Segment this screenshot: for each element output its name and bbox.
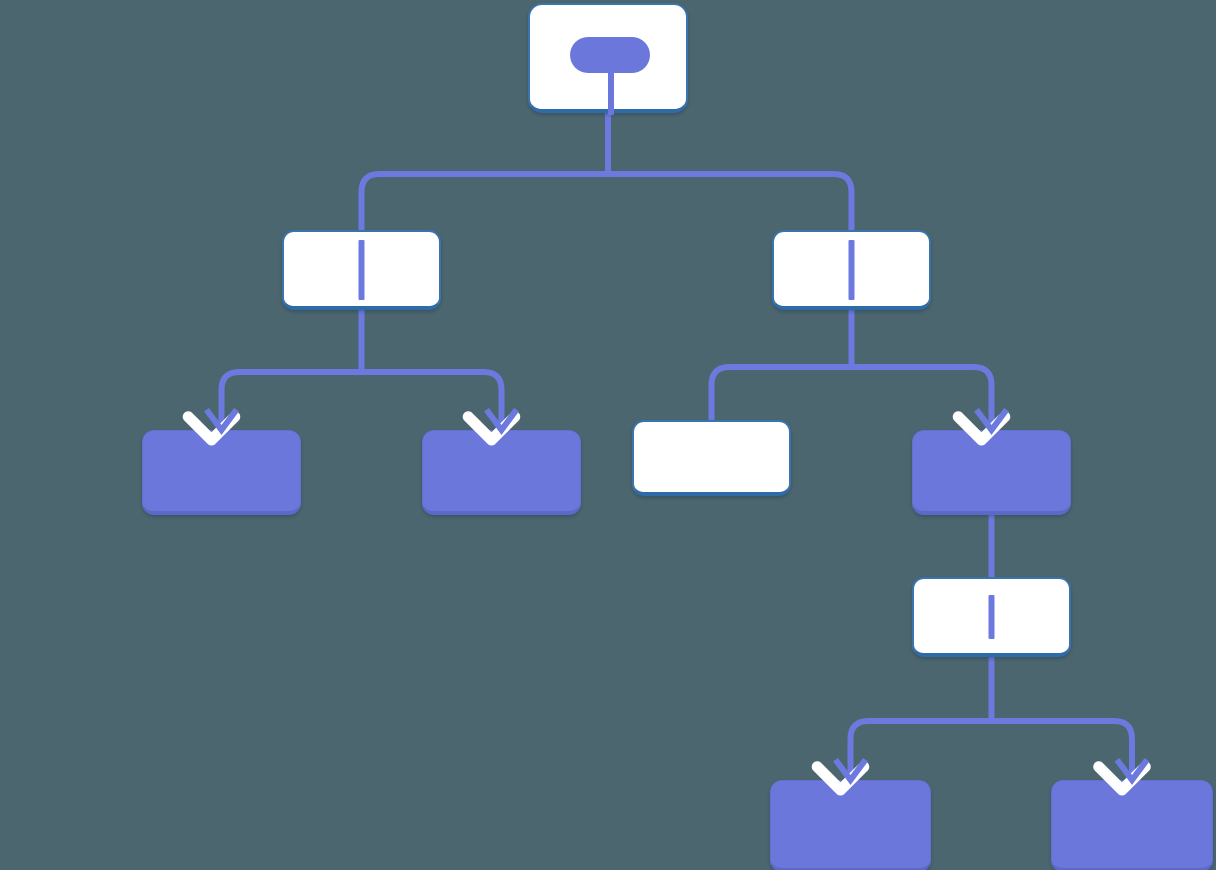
node-n-leaf-1[interactable] — [142, 430, 301, 515]
edge-n-sub-mid-to-n-leaf-3 — [847, 718, 992, 780]
node-n-sub-mid[interactable] — [912, 577, 1071, 657]
node-n-right-mid[interactable] — [772, 230, 931, 310]
node-n-leaf-4[interactable] — [1051, 780, 1213, 870]
node-n-branch[interactable] — [912, 430, 1071, 515]
node-root[interactable] — [528, 3, 688, 115]
edge-n-left-mid-to-n-leaf-1 — [218, 369, 362, 430]
node-n-leaf-2[interactable] — [422, 430, 581, 515]
edge-root-to-n-right-mid — [608, 171, 855, 230]
edge-n-right-mid-to-n-empty-box — [708, 364, 852, 420]
edge-root-to-n-left-mid — [358, 171, 608, 230]
edge-n-left-mid-to-n-leaf-2 — [361, 369, 505, 430]
node-n-empty-box[interactable] — [632, 420, 791, 496]
node-n-left-mid[interactable] — [282, 230, 441, 310]
edge-n-right-mid-to-n-branch — [851, 364, 995, 430]
edge-n-sub-mid-to-n-leaf-4 — [991, 718, 1135, 780]
node-n-leaf-3[interactable] — [770, 780, 931, 870]
node-stem — [608, 67, 614, 115]
